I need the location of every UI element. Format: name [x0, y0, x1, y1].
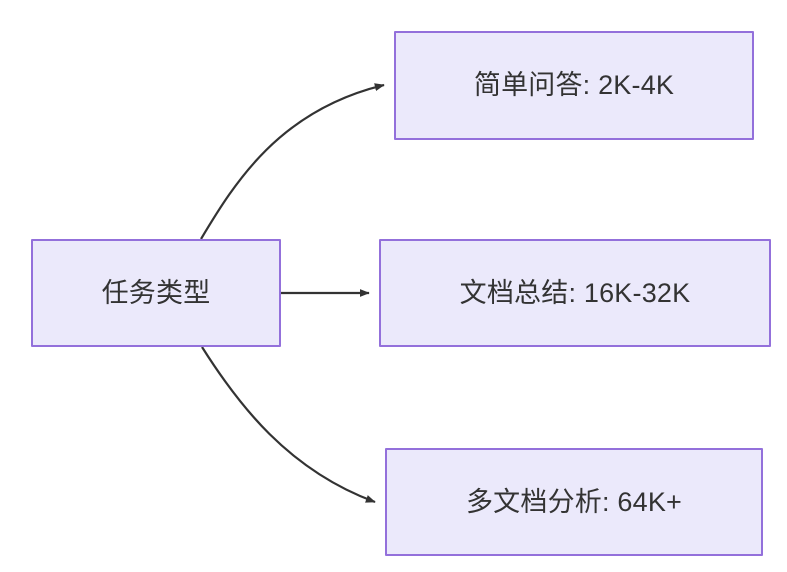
edge-task-type-to-multi-doc [201, 346, 376, 504]
node-simple-qa[interactable]: 简单问答: 2K-4K [394, 31, 754, 140]
node-task-type-label: 任务类型 [101, 277, 211, 308]
node-doc-summary-label: 文档总结: 16K-32K [459, 277, 691, 308]
node-multi-doc[interactable]: 多文档分析: 64K+ [385, 448, 763, 556]
edge-task-type-to-simple-qa [200, 83, 385, 240]
node-task-type[interactable]: 任务类型 [31, 239, 281, 347]
node-multi-doc-label: 多文档分析: 64K+ [465, 486, 682, 517]
node-doc-summary[interactable]: 文档总结: 16K-32K [379, 239, 771, 347]
node-simple-qa-label: 简单问答: 2K-4K [473, 70, 675, 101]
